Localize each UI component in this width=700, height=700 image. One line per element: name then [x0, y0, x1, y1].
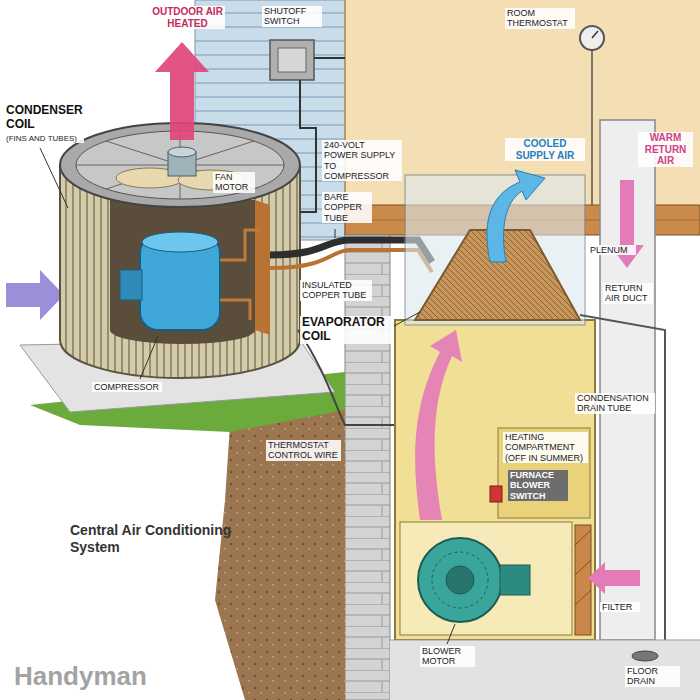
thermostat-part [592, 31, 598, 38]
part-label: CONDENSER COIL [4, 104, 84, 132]
furnace-part [575, 560, 591, 575]
furnace-part [395, 320, 595, 640]
shutoff-switch-part [314, 57, 345, 59]
thermostat-part [580, 26, 604, 50]
leader-lines-part [140, 336, 158, 379]
part-label: ROOM THERMOSTAT [505, 8, 575, 29]
compressor-part [120, 270, 142, 300]
compressor-part [220, 230, 260, 260]
part-label: THERMOSTAT CONTROL WIRE [266, 440, 341, 461]
part-label: BARE COPPER TUBE [322, 192, 372, 223]
basement-floor [390, 640, 700, 700]
part-label: RETURN AIR DUCT [603, 283, 653, 304]
leader-lines-part [447, 624, 455, 644]
condenser-unit-part [255, 200, 270, 335]
furnace-part [432, 552, 488, 608]
airflow-label: WARM RETURN AIR [638, 132, 693, 167]
switch-label: FURNACE BLOWER SWITCH [508, 470, 568, 501]
control-wire [298, 330, 396, 425]
basement-floor-part [390, 640, 700, 641]
part-label: HEATING COMPARTMENT (OFF IN SUMMER) [503, 432, 588, 463]
shutoff-switch-part [300, 80, 316, 212]
furnace-part [575, 590, 591, 605]
condenser-unit [60, 123, 300, 378]
purple-intake-arrow [6, 270, 64, 320]
condenser-unit-part [110, 200, 255, 344]
furnace-part [490, 486, 502, 502]
plenum-and-coil-part [487, 170, 545, 262]
compressor [120, 230, 260, 330]
part-label: PLENUM [588, 245, 636, 255]
part-label: EVAPORATOR COIL [300, 316, 392, 344]
furnace-part [575, 530, 591, 545]
leader-lines [40, 148, 455, 644]
part-label: COMPRESSOR [92, 382, 162, 392]
furnace-part [500, 565, 530, 595]
ground-part [215, 405, 345, 700]
plenum-and-coil [405, 170, 585, 325]
foundation-wall-part [345, 235, 390, 700]
leader-lines-part [40, 148, 68, 208]
part-note: (FINS AND TUBES) [4, 134, 84, 143]
watermark: Handyman [12, 662, 172, 692]
furnace-part [415, 330, 462, 520]
shutoff-switch-part [278, 48, 306, 72]
furnace-part [418, 538, 502, 622]
leader-lines-part [394, 312, 420, 326]
condenser-unit-part [76, 131, 284, 199]
diagram-title: Central Air Conditioning System [70, 522, 245, 556]
airflow-label: OUTDOOR AIR HEATED [150, 6, 225, 29]
compressor-part [220, 300, 250, 320]
compressor-part [142, 232, 218, 252]
furnace-part [575, 525, 591, 635]
shutoff-switch-part [270, 40, 314, 80]
drain-tube [580, 315, 665, 654]
part-label: 240-VOLT POWER SUPPLY TO COMPRESSOR [322, 140, 402, 181]
basement-floor-part [632, 651, 658, 661]
part-label: FLOOR DRAIN [625, 666, 680, 687]
foundation-wall [345, 235, 390, 700]
basement-floor-part [390, 640, 700, 700]
furnace-part [588, 562, 640, 594]
control-wire-part [298, 330, 396, 425]
hot-air-arrow [155, 42, 209, 140]
part-label: SHUTOFF SWITCH [262, 6, 322, 27]
part-label: FILTER [600, 602, 640, 612]
furnace [395, 320, 640, 640]
shutoff-switch [270, 40, 345, 212]
leader-lines-part [335, 229, 336, 238]
thermostat-part [591, 50, 593, 205]
condenser-unit-part [168, 147, 196, 157]
part-label: CONDENSATION DRAIN TUBE [575, 393, 655, 414]
part-label: INSULATED COPPER TUBE [300, 280, 372, 301]
hot-air-arrow-part [155, 42, 209, 140]
furnace-part [498, 428, 590, 518]
airflow-label: COOLED SUPPLY AIR [505, 138, 585, 161]
part-label: FAN MOTOR [213, 172, 255, 193]
ground [20, 340, 345, 700]
return-duct [600, 120, 655, 640]
return-duct-part [600, 120, 655, 640]
furnace-part [400, 522, 572, 635]
furnace-part [446, 566, 474, 594]
purple-intake-arrow-part [6, 270, 64, 320]
part-label: BLOWER MOTOR [420, 646, 475, 667]
drain-tube-part [580, 315, 665, 654]
